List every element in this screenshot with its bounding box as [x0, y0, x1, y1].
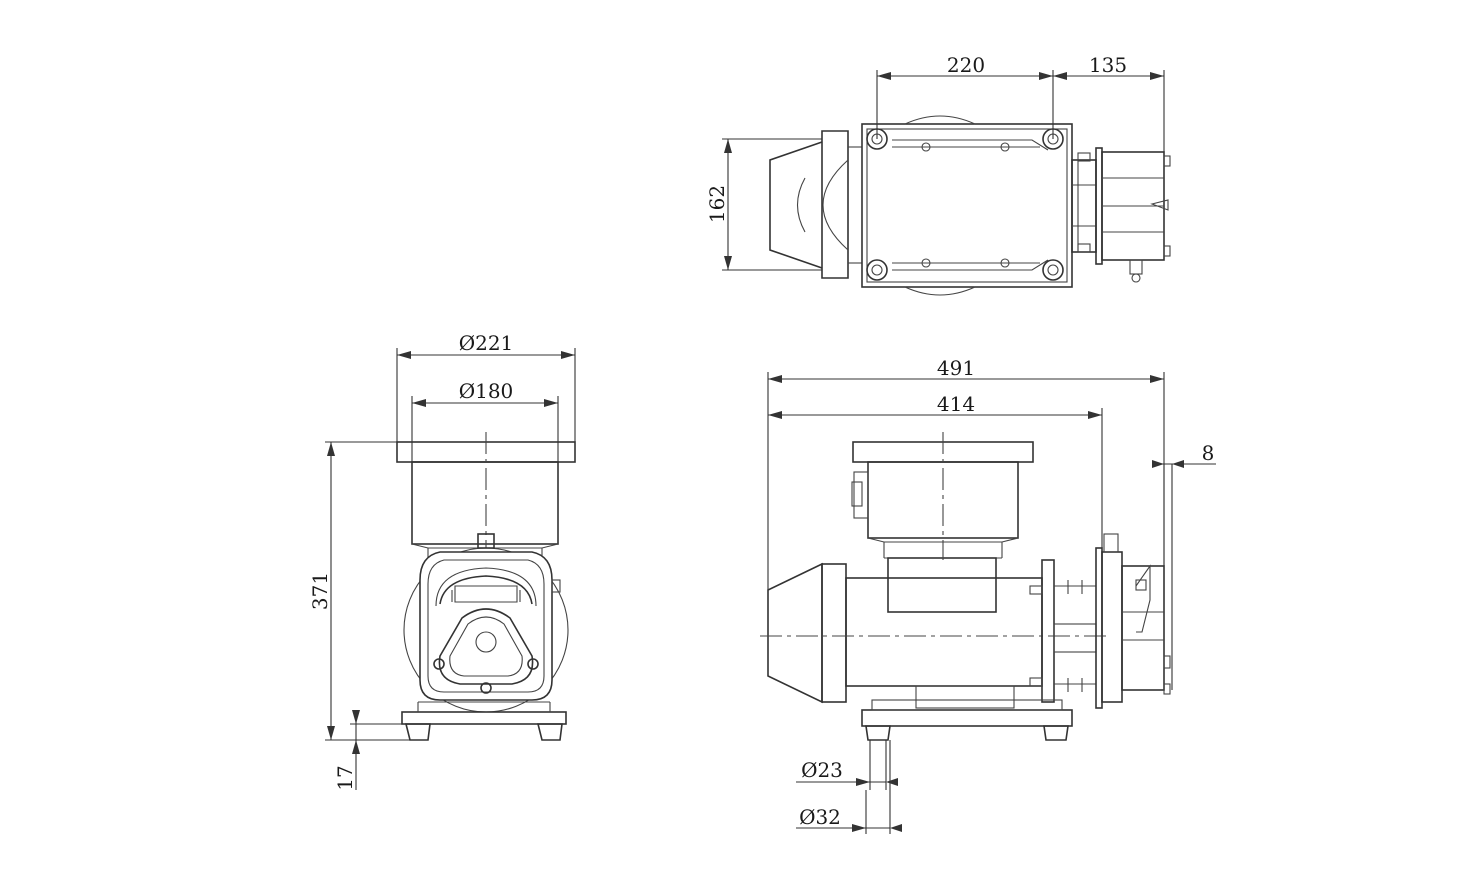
dimension-d180: Ø180 [411, 379, 559, 462]
front-pump-head [419, 533, 561, 701]
dim-d221-label: Ø221 [459, 331, 514, 355]
dim-d180-label: Ø180 [459, 379, 514, 403]
dim-414-label: 414 [937, 392, 975, 416]
front-base [401, 701, 567, 741]
dim-491-label: 491 [937, 356, 975, 380]
side-motor [760, 562, 1110, 709]
front-gearbox [396, 432, 576, 558]
dim-17-label: 17 [333, 765, 357, 790]
dimension-414: 414 [768, 392, 1103, 548]
dimension-d23: Ø23 [796, 740, 898, 790]
dim-135-label: 135 [1089, 53, 1127, 77]
dimension-d221: Ø221 [396, 331, 576, 442]
dimension-135: 135 [1053, 53, 1165, 152]
side-gearbox [851, 432, 1034, 613]
dimension-220: 220 [876, 53, 1054, 139]
dimension-d32: Ø32 [796, 740, 902, 834]
mounting-bolts [866, 128, 1064, 281]
dimension-17: 17 [333, 710, 406, 791]
side-base [861, 699, 1073, 741]
top-view: 220 135 162 [705, 53, 1171, 296]
coupling [1071, 152, 1097, 253]
dim-d32-label: Ø32 [799, 805, 841, 829]
dimension-162: 162 [705, 138, 822, 271]
dimension-8: 8 [1152, 441, 1216, 690]
dim-8-label: 8 [1202, 441, 1215, 465]
pump-head-top [1095, 147, 1171, 283]
dim-d23-label: Ø23 [801, 758, 843, 782]
side-view: 491 414 8 Ø23 [760, 356, 1216, 834]
dim-162-label: 162 [705, 185, 729, 223]
side-coupling [1029, 559, 1097, 703]
dimension-371: 371 [308, 441, 410, 741]
gearbox-body [861, 115, 1073, 296]
dim-371-label: 371 [308, 572, 332, 610]
motor-fan-cover [769, 130, 862, 279]
dim-220-label: 220 [947, 53, 985, 77]
front-view: Ø221 Ø180 371 17 [308, 331, 576, 791]
dimension-491: 491 [767, 356, 1165, 590]
side-pump-head [1095, 533, 1171, 709]
